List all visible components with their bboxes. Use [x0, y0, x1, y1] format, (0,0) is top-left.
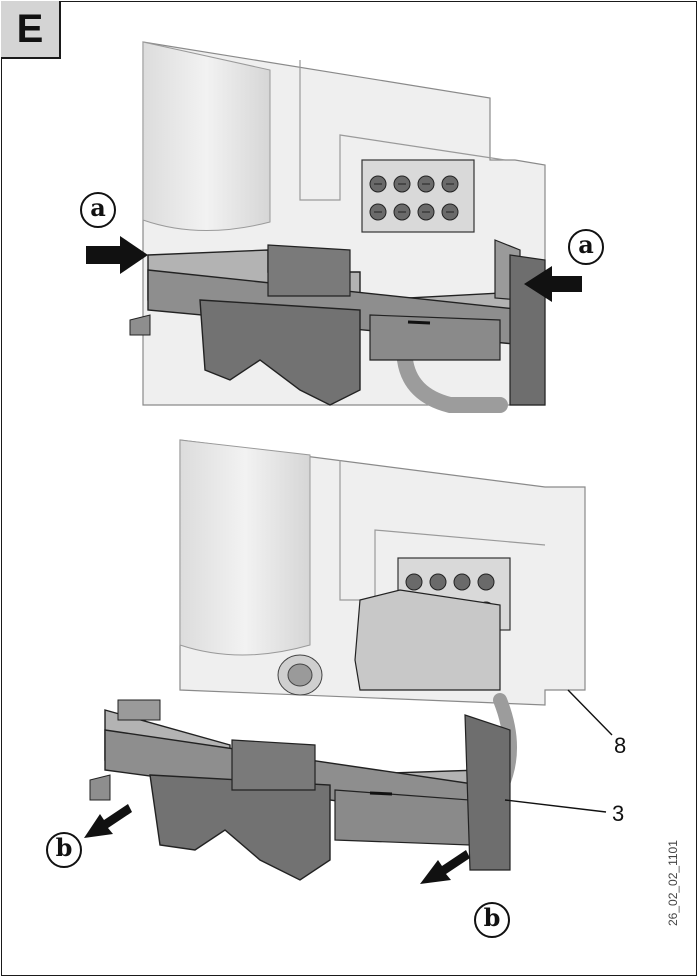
label-b-right: b: [474, 902, 510, 938]
panel-letter-badge: E: [1, 1, 61, 59]
terminal-block: [361, 159, 475, 233]
callout-3: 3: [612, 801, 625, 826]
arrow-down-left-icon: [84, 804, 132, 838]
arrow-down-left-icon: [420, 850, 470, 884]
document-number: 26_02_02_1101: [666, 840, 680, 926]
label-b-left: b: [46, 832, 82, 868]
label-a-left: a: [80, 192, 116, 228]
label-a-right: a: [568, 229, 604, 265]
arrow-right-icon: [86, 236, 148, 274]
removed-cover: [89, 699, 511, 881]
leader-line-3: [504, 799, 607, 813]
leader-line-8: [567, 689, 613, 736]
callout-8: 8: [614, 733, 627, 758]
arrow-left-icon: [524, 266, 582, 302]
terminal-cover: [129, 239, 546, 406]
heating-cylinder: [142, 41, 271, 231]
heating-cylinder-lower: [179, 439, 311, 656]
top-assembly: [86, 41, 582, 413]
cable: [397, 352, 508, 413]
bottom-assembly: [84, 439, 613, 884]
